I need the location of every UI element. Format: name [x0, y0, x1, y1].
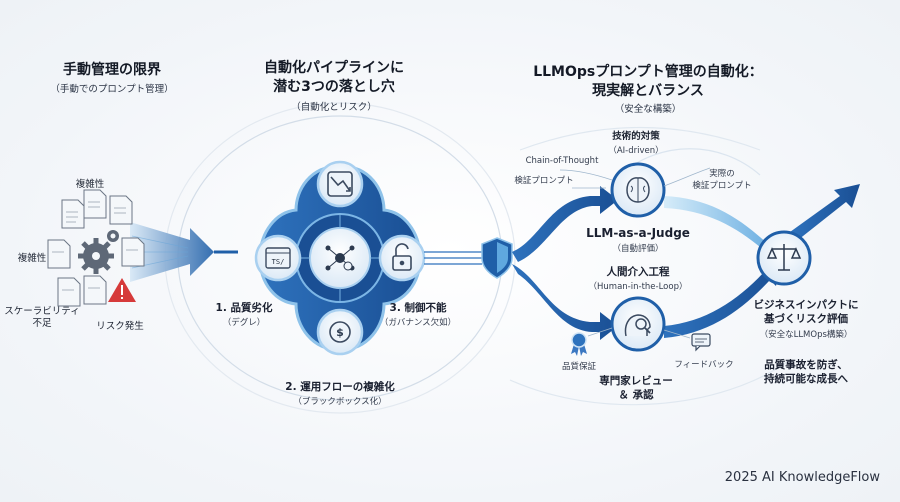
human-title: 人間介入工程 — [606, 266, 670, 278]
pitfalls-subtitle: （自動化とリスク） — [291, 102, 377, 113]
verify-label: 検証プロンプト — [514, 176, 574, 186]
llmops-subtitle: （安全な構築） — [614, 104, 682, 115]
unlock-icon — [392, 243, 412, 271]
actual-verify-label: 実際の検証プロンプト — [692, 169, 752, 191]
gear-icon — [78, 230, 119, 274]
tech-sub: （AI-driven） — [608, 146, 664, 156]
medal-icon — [571, 332, 587, 356]
feedback-label: フィードバック — [674, 360, 734, 370]
dollar-gear-icon: $ — [329, 321, 351, 343]
pitfall-1-title: 1. 品質劣化 — [215, 302, 273, 314]
warning-icon — [108, 278, 136, 302]
magnifier-head-icon — [610, 296, 666, 352]
brain-icon — [610, 162, 666, 218]
chat-icon — [691, 333, 711, 352]
growth-arrow — [790, 184, 860, 240]
svg-text:$: $ — [336, 326, 344, 339]
pitfall-2-sub: （ブラックボックス化） — [293, 397, 387, 407]
footer-credit: 2025 AI KnowledgeFlow — [724, 470, 880, 485]
upper-branch-arrow — [512, 186, 618, 262]
code-window-icon: TS/ — [265, 247, 291, 269]
pitfall-2-title: 2. 運用フローの複雑化 — [285, 381, 395, 393]
llmops-title: LLMOpsプロンプト管理の自動化：現実解とバランス — [533, 64, 763, 99]
connector-lines — [424, 251, 482, 265]
complexity-top-label: 複雑性 — [75, 179, 105, 190]
expert-label: 専門家レビュー＆ 承認 — [599, 375, 673, 401]
document-icon — [47, 189, 145, 307]
outcome-label: 品質事故を防ぎ、持続可能な成長へ — [764, 359, 848, 385]
scalability-label: スケーラビリティ不足 — [4, 306, 80, 329]
complexity-left-label: 複雑性 — [17, 253, 47, 264]
trend-down-icon — [327, 171, 353, 197]
lower-branch-arrow — [512, 264, 618, 340]
svg-text:TS/: TS/ — [272, 258, 285, 266]
risk-label: リスク発生 — [96, 321, 144, 332]
judge-title: LLM-as-a-Judge — [586, 226, 690, 240]
network-icon — [325, 245, 355, 271]
shield-icon — [481, 237, 513, 279]
manual-subtitle: （手動でのプロンプト管理） — [50, 84, 174, 95]
pitfall-1-sub: （デグレ） — [222, 318, 266, 328]
pitfall-3-title: 3. 制御不能 — [389, 302, 447, 314]
human-sub: （Human-in-the-Loop） — [588, 282, 688, 292]
impact-sub: （安全なLLMOps構築） — [759, 330, 853, 340]
cot-label: Chain-of-Thought — [525, 156, 599, 166]
quality-label: 品質保証 — [561, 362, 597, 372]
pitfall-3-sub: （ガバナンス欠如） — [379, 318, 457, 328]
background-arcs — [164, 102, 791, 414]
pitfalls-title: 自動化パイプラインに潜む3つの落とし穴 — [264, 60, 404, 95]
leader-lines — [559, 167, 711, 339]
tech-title: 技術的対策 — [612, 131, 660, 142]
scale-icon — [756, 230, 812, 286]
judge-sub: （自動評価） — [612, 244, 664, 254]
impact-label: ビジネスインパクトに基づくリスク評価 — [753, 299, 859, 325]
manual-title: 手動管理の限界 — [63, 62, 161, 78]
